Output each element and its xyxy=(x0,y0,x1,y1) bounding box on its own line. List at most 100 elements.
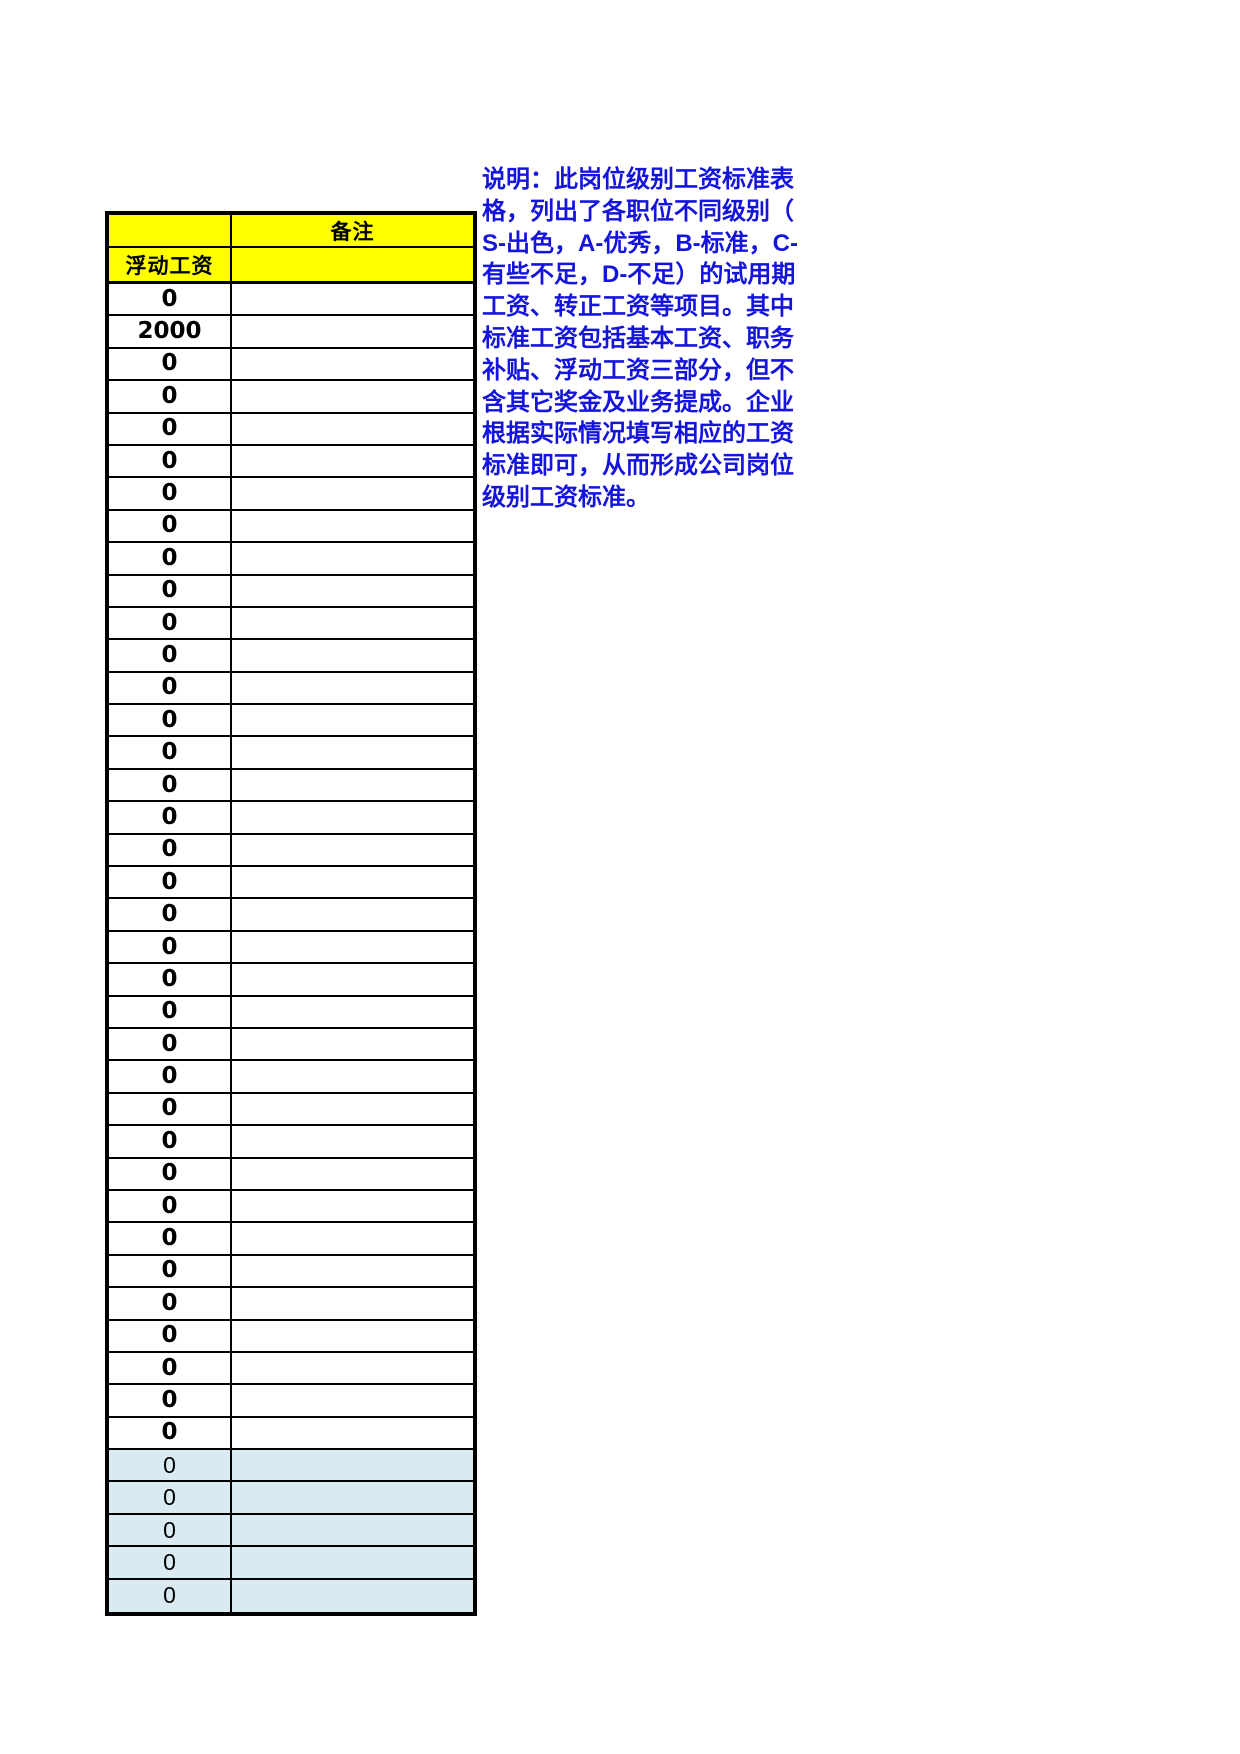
salary-value-cell[interactable]: 0 xyxy=(109,1126,232,1157)
salary-value: 0 xyxy=(161,1419,178,1446)
remark-cell[interactable] xyxy=(232,640,473,670)
salary-value: 0 xyxy=(161,1160,178,1187)
remark-cell[interactable] xyxy=(232,835,473,865)
salary-value-cell[interactable]: 0 xyxy=(109,996,232,1027)
salary-value-cell[interactable]: 0 xyxy=(109,1093,232,1125)
remark-cell[interactable] xyxy=(232,446,473,476)
header-empty-cell[interactable] xyxy=(109,215,232,246)
remark-column-header-label: 备注 xyxy=(330,220,375,244)
salary-value-cell[interactable]: 0 xyxy=(109,899,232,930)
remark-cell[interactable] xyxy=(232,1029,473,1059)
salary-value: 0 xyxy=(163,1582,176,1609)
salary-value-cell[interactable]: 0 xyxy=(109,510,232,542)
salary-value-cell[interactable]: 0 xyxy=(109,1320,232,1351)
salary-value-cell[interactable]: 0 xyxy=(109,381,232,412)
remark-cell[interactable] xyxy=(232,1450,473,1480)
remark-cell[interactable] xyxy=(232,1256,473,1286)
remark-cell[interactable] xyxy=(232,543,473,573)
remark-cell[interactable] xyxy=(232,770,473,800)
remark-cell[interactable] xyxy=(232,997,473,1027)
salary-value-cell[interactable]: 0 xyxy=(109,931,232,963)
remark-cell[interactable] xyxy=(232,1580,473,1612)
remark-cell[interactable] xyxy=(232,1385,473,1415)
salary-value-cell[interactable]: 0 xyxy=(109,867,232,898)
salary-value-cell[interactable]: 0 xyxy=(109,737,232,768)
salary-value-cell[interactable]: 0 xyxy=(109,284,232,315)
salary-value-cell[interactable]: 0 xyxy=(109,1417,232,1449)
remark-cell[interactable] xyxy=(232,381,473,411)
remark-cell[interactable] xyxy=(232,1126,473,1156)
remark-cell[interactable] xyxy=(232,576,473,606)
salary-value-cell[interactable]: 0 xyxy=(109,705,232,736)
remark-cell[interactable] xyxy=(232,964,473,994)
remark-cell[interactable] xyxy=(232,511,473,541)
remark-cell[interactable] xyxy=(232,1061,473,1091)
remark-cell[interactable] xyxy=(232,673,473,703)
salary-value-cell[interactable]: 2000 xyxy=(109,316,232,347)
salary-value-cell[interactable]: 0 xyxy=(109,640,232,671)
note-label: 说明： xyxy=(482,166,554,193)
remark-cell[interactable] xyxy=(232,932,473,962)
salary-value-cell[interactable]: 0 xyxy=(109,1450,232,1481)
salary-value-cell[interactable]: 0 xyxy=(109,1255,232,1287)
remark-cell[interactable] xyxy=(232,1159,473,1189)
salary-value-cell[interactable]: 0 xyxy=(109,445,232,477)
remark-cell[interactable] xyxy=(232,284,473,314)
remark-cell[interactable] xyxy=(232,1515,473,1545)
salary-value-cell[interactable]: 0 xyxy=(109,1547,232,1578)
remark-cell[interactable] xyxy=(232,1288,473,1318)
table-row: 0 xyxy=(109,1320,473,1353)
salary-value-cell[interactable]: 0 xyxy=(109,1288,232,1319)
salary-value-cell[interactable]: 0 xyxy=(109,1352,232,1384)
table-row: 0 xyxy=(109,1482,473,1515)
salary-value-cell[interactable]: 0 xyxy=(109,575,232,606)
salary-value-cell[interactable]: 0 xyxy=(109,543,232,574)
salary-value-cell[interactable]: 0 xyxy=(109,1385,232,1416)
remark-cell[interactable] xyxy=(232,1223,473,1253)
remark-cell[interactable] xyxy=(232,1191,473,1221)
salary-value-cell[interactable]: 0 xyxy=(109,413,232,444)
salary-value: 0 xyxy=(161,739,178,766)
salary-value: 0 xyxy=(161,998,178,1025)
remark-cell[interactable] xyxy=(232,802,473,832)
salary-value-cell[interactable]: 0 xyxy=(109,1223,232,1254)
salary-value-cell[interactable]: 0 xyxy=(109,802,232,833)
salary-value-cell[interactable]: 0 xyxy=(109,1190,232,1222)
remark-cell[interactable] xyxy=(232,349,473,379)
salary-value-cell[interactable]: 0 xyxy=(109,672,232,704)
remark-cell[interactable] xyxy=(232,1321,473,1351)
remark-cell[interactable] xyxy=(232,1353,473,1383)
remark-cell[interactable] xyxy=(232,316,473,346)
salary-value-cell[interactable]: 0 xyxy=(109,607,232,639)
table-row: 0 xyxy=(109,413,473,446)
salary-value: 0 xyxy=(161,480,178,507)
remark-cell[interactable] xyxy=(232,899,473,929)
remark-cell[interactable] xyxy=(232,1547,473,1577)
salary-value-cell[interactable]: 0 xyxy=(109,1579,232,1613)
salary-value-cell[interactable]: 0 xyxy=(109,1482,232,1513)
salary-value-cell[interactable]: 0 xyxy=(109,769,232,801)
salary-value-cell[interactable]: 0 xyxy=(109,1028,232,1060)
salary-value-cell[interactable]: 0 xyxy=(109,834,232,866)
remark-column-header[interactable]: 备注 xyxy=(232,215,473,246)
remark-cell[interactable] xyxy=(232,1418,473,1448)
remark-cell[interactable] xyxy=(232,867,473,897)
remark-cell[interactable] xyxy=(232,1094,473,1124)
remark-cell[interactable] xyxy=(232,1482,473,1512)
remark-cell[interactable] xyxy=(232,705,473,735)
remark-cell[interactable] xyxy=(232,608,473,638)
table-row: 0 xyxy=(109,1093,473,1127)
remark-cell[interactable] xyxy=(232,414,473,444)
salary-value-cell[interactable]: 0 xyxy=(109,348,232,380)
salary-value-cell[interactable]: 0 xyxy=(109,964,232,995)
remark-cell[interactable] xyxy=(232,737,473,767)
salary-value: 0 xyxy=(161,1127,178,1154)
salary-value-cell[interactable]: 0 xyxy=(109,1061,232,1092)
remark-cell[interactable] xyxy=(232,478,473,508)
salary-value-cell[interactable]: 0 xyxy=(109,478,232,509)
subheader-empty-cell[interactable] xyxy=(232,248,473,281)
floating-salary-header-cell[interactable]: 浮动工资 xyxy=(109,248,232,281)
salary-value-cell[interactable]: 0 xyxy=(109,1514,232,1546)
salary-value-cell[interactable]: 0 xyxy=(109,1158,232,1189)
